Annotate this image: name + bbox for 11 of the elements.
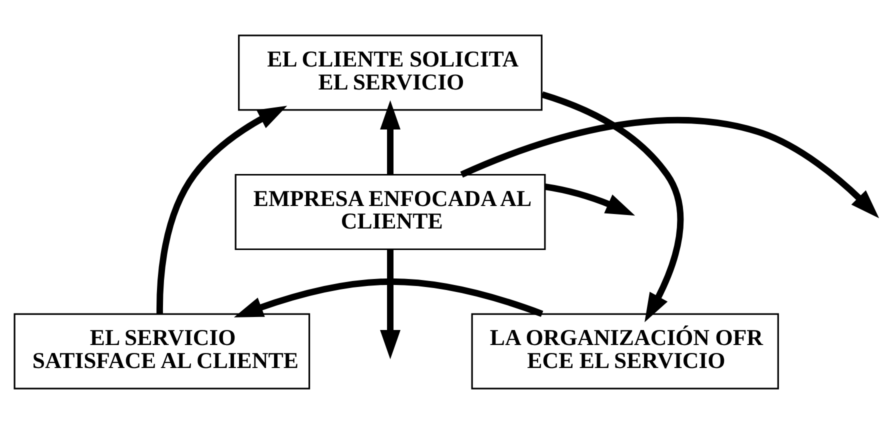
arrow xyxy=(544,183,636,216)
arrow xyxy=(156,105,288,314)
node-box: EMPRESA ENFOCADA AL CLIENTE xyxy=(234,173,546,250)
node-box: EL SERVICIO SATISFACE AL CLIENTE xyxy=(14,312,310,389)
arrow xyxy=(380,100,400,174)
arrow xyxy=(380,248,400,359)
arrow xyxy=(541,90,684,322)
node-box: EL CLIENTE SOLICITA EL SERVICIO xyxy=(238,34,542,110)
node-box: LA ORGANIZACIÓN OFR ECE EL SERVICIO xyxy=(471,312,779,389)
arrow xyxy=(460,116,880,218)
arrow xyxy=(234,278,544,317)
